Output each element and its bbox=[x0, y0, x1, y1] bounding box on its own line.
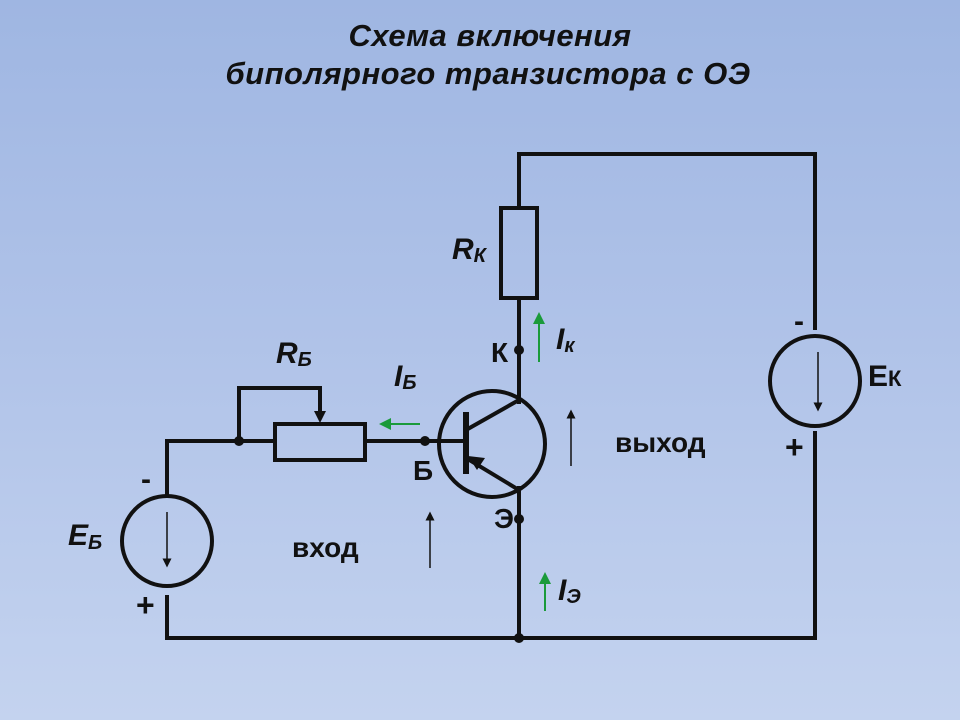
ek-label: ЕК bbox=[868, 360, 902, 393]
output-label: выход bbox=[615, 427, 706, 458]
input-label: вход bbox=[292, 532, 359, 563]
base-label: Б bbox=[413, 455, 433, 486]
title-line-1: Схема включения bbox=[348, 18, 632, 53]
emitter-arrow-icon bbox=[468, 456, 485, 470]
ik-label: Iк bbox=[556, 323, 575, 357]
collector-label: К bbox=[491, 337, 509, 368]
transistor-collector-lead bbox=[463, 397, 522, 433]
ek-minus-sign: - bbox=[794, 305, 804, 338]
rb-label: RБ bbox=[276, 337, 312, 371]
junction-dot-emitter bbox=[514, 514, 524, 524]
emitter-label: Э bbox=[494, 503, 514, 534]
ie-label: IЭ bbox=[558, 574, 581, 608]
wire-rheostat-loop bbox=[237, 386, 322, 443]
junction-dot-base bbox=[420, 436, 430, 446]
collector-resistor bbox=[499, 206, 539, 300]
eb-label: ЕБ bbox=[68, 519, 102, 554]
ek-plus-sign: + bbox=[785, 429, 804, 465]
source-ek bbox=[768, 334, 862, 428]
base-rheostat bbox=[273, 422, 367, 462]
junction-dot-rheostat bbox=[234, 436, 244, 446]
wire-top bbox=[517, 152, 817, 330]
source-eb bbox=[120, 494, 214, 588]
junction-dot-ground bbox=[514, 633, 524, 643]
eb-plus-sign: + bbox=[136, 587, 155, 623]
rheostat-wiper-arrow-icon bbox=[314, 411, 326, 423]
eb-minus-sign: - bbox=[141, 463, 151, 496]
rk-label: RК bbox=[452, 233, 488, 267]
title-line-2: биполярного транзистора с ОЭ bbox=[225, 56, 751, 91]
wire-left-top bbox=[165, 439, 277, 498]
transistor-body bbox=[437, 389, 547, 499]
wire-right-bottom bbox=[165, 431, 817, 640]
ib-label: IБ bbox=[394, 360, 417, 394]
junction-dot-collector bbox=[514, 345, 524, 355]
